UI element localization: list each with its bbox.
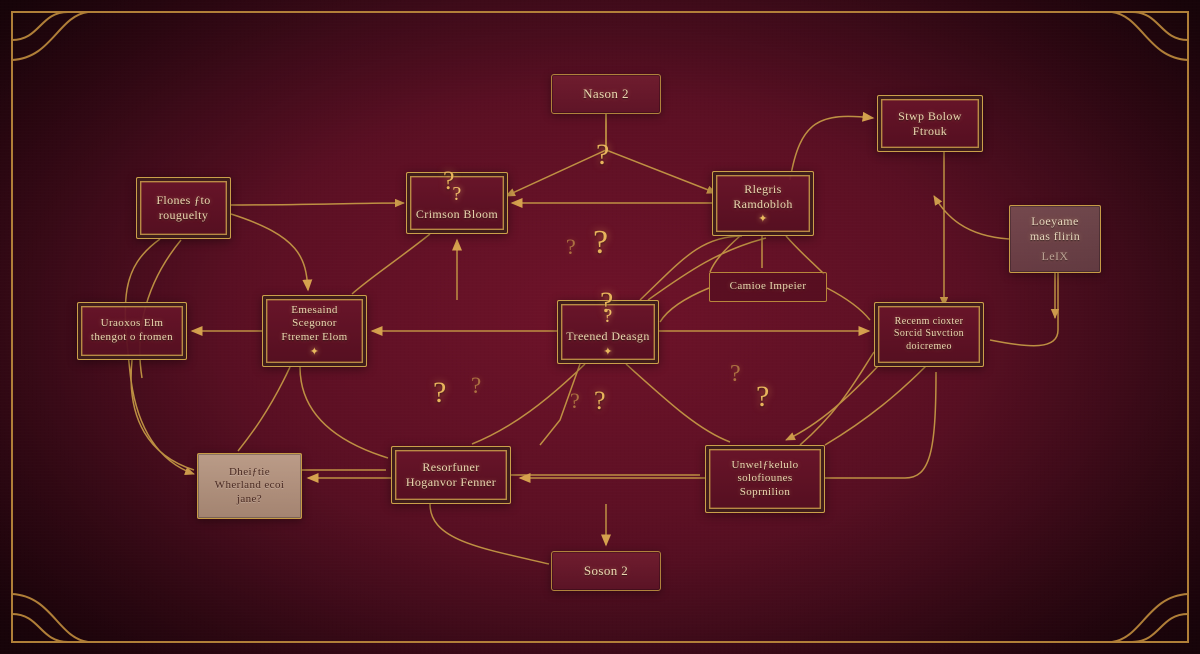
ornate-frame <box>11 11 1189 643</box>
